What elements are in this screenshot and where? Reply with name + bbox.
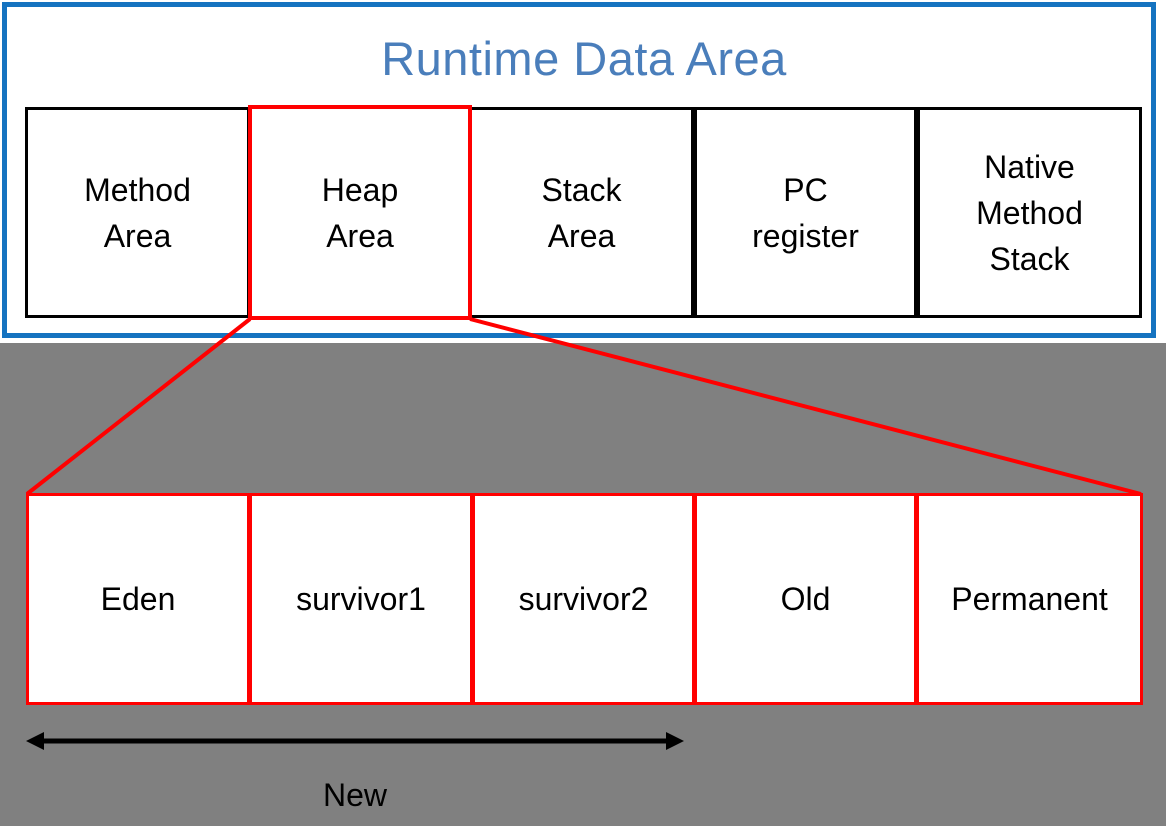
heap-generation-label: Eden — [100, 581, 176, 617]
heap-generation-survivor1[interactable]: survivor1 — [249, 493, 473, 705]
heap-generation-label: survivor2 — [518, 581, 649, 617]
runtime-area-label: Stack Area — [541, 171, 622, 254]
runtime-area-label: Native Method Stack — [976, 148, 1083, 277]
runtime-area-method-area[interactable]: Method Area — [25, 107, 250, 318]
heap-generation-permanent[interactable]: Permanent — [916, 493, 1143, 705]
heap-generation-label: Old — [780, 581, 831, 617]
runtime-area-stack-area[interactable]: Stack Area — [469, 107, 694, 318]
heap-generation-survivor2[interactable]: survivor2 — [472, 493, 695, 705]
runtime-area-heap-area-highlighted[interactable]: Heap Area — [248, 105, 472, 320]
new-span-label: New — [322, 777, 387, 813]
heap-generation-label: survivor1 — [296, 581, 426, 617]
runtime-area-native-method-stack[interactable]: Native Method Stack — [917, 107, 1142, 318]
heap-generation-eden[interactable]: Eden — [26, 493, 250, 705]
heap-generation-label: Permanent — [951, 581, 1108, 617]
page-title: Runtime Data Area — [381, 32, 787, 85]
runtime-area-label: PC register — [752, 171, 859, 254]
runtime-area-label: Method Area — [84, 171, 191, 254]
runtime-area-label: Heap Area — [321, 171, 399, 254]
runtime-area-pc-register[interactable]: PC register — [694, 107, 917, 318]
heap-generation-old[interactable]: Old — [694, 493, 917, 705]
